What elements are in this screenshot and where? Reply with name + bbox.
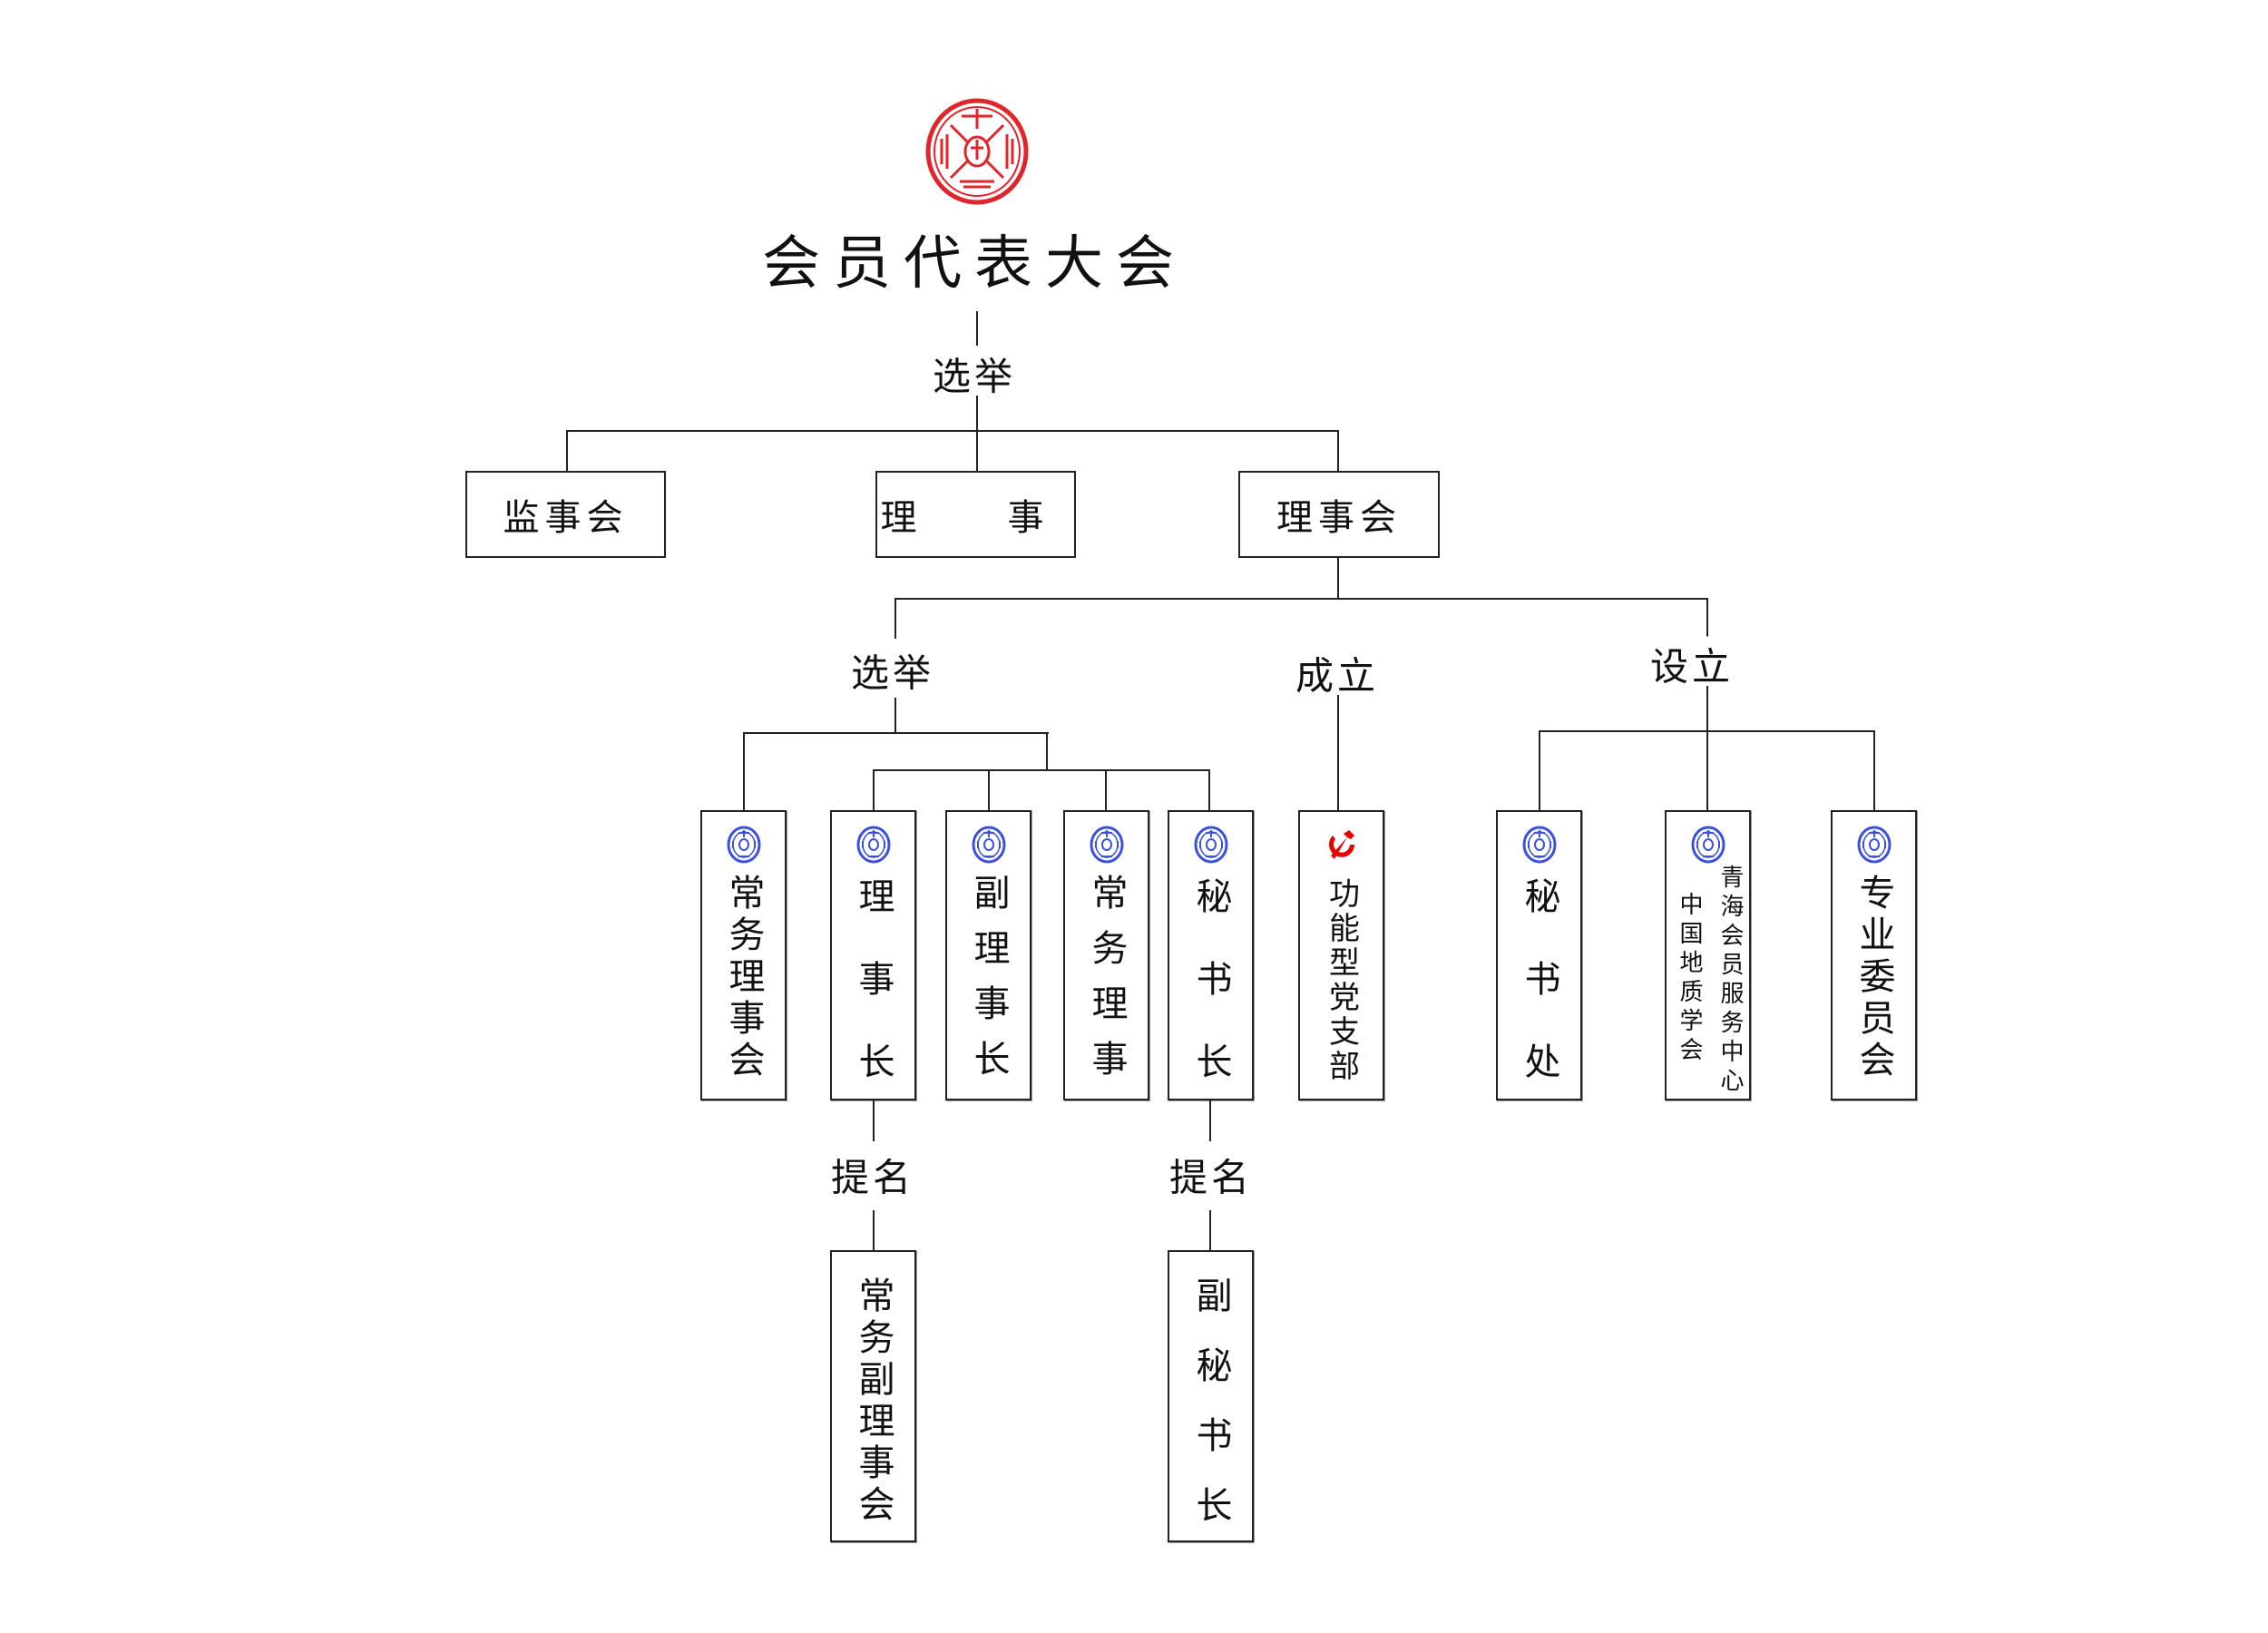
connector bbox=[1539, 730, 1540, 810]
box-label: 功能型党支部 bbox=[1323, 877, 1360, 1084]
box-label: 常务理事 bbox=[1085, 874, 1128, 1095]
society-emblem-icon bbox=[1690, 825, 1726, 865]
box-label: 副理事长 bbox=[967, 874, 1010, 1095]
relation-label-nominate: 提名 bbox=[1167, 1147, 1256, 1203]
connector bbox=[566, 430, 568, 471]
society-seal-logo bbox=[925, 98, 1029, 205]
connector bbox=[1873, 730, 1875, 810]
box-label: 常务理事会 bbox=[722, 874, 765, 1082]
org-box-service-center[interactable]: 青海会员服务中心 中国地质学会 bbox=[1665, 810, 1751, 1100]
society-emblem-icon bbox=[1193, 825, 1229, 865]
society-emblem-icon bbox=[726, 825, 762, 865]
org-box-standing-council[interactable]: 常务理事会 bbox=[700, 810, 787, 1100]
connector bbox=[1208, 769, 1210, 810]
connector bbox=[976, 311, 978, 346]
connector bbox=[1046, 732, 1048, 770]
org-box-directors[interactable]: 理 事 bbox=[875, 471, 1076, 558]
connector bbox=[873, 1210, 875, 1250]
org-box-president[interactable]: 理事长 bbox=[830, 810, 916, 1125]
org-box-deputy-secretary-general[interactable]: 副秘书长 bbox=[1168, 1250, 1254, 1556]
org-box-vice-president[interactable]: 副理事长 bbox=[945, 810, 1031, 1100]
connector bbox=[1209, 1210, 1211, 1250]
box-label: 秘书长 bbox=[1189, 877, 1232, 1125]
society-emblem-icon bbox=[971, 825, 1007, 865]
society-emblem-icon bbox=[1856, 825, 1892, 865]
org-box-standing-vice-council[interactable]: 常务副理事会 bbox=[830, 1250, 916, 1542]
org-box-supervisory-board[interactable]: 监事会 bbox=[465, 471, 666, 558]
connector bbox=[873, 1100, 875, 1141]
box-label: 青海会员服务中心 bbox=[1716, 865, 1744, 1097]
society-emblem-icon bbox=[855, 825, 892, 865]
relation-label-nominate: 提名 bbox=[828, 1147, 917, 1203]
connector bbox=[1706, 598, 1708, 639]
society-emblem-icon bbox=[1521, 825, 1558, 865]
connector bbox=[1337, 695, 1339, 810]
connector bbox=[873, 769, 875, 810]
connector bbox=[988, 769, 990, 810]
relation-label-elect: 选举 bbox=[848, 642, 937, 699]
box-label: 常务副理事会 bbox=[852, 1276, 894, 1527]
relation-label-setup: 设立 bbox=[1647, 636, 1736, 692]
connector bbox=[1209, 1100, 1211, 1141]
box-label: 副秘书长 bbox=[1189, 1276, 1232, 1556]
connector bbox=[1337, 558, 1339, 599]
org-box-secretary-general[interactable]: 秘书长 bbox=[1168, 810, 1254, 1125]
connector bbox=[567, 430, 1339, 432]
connector bbox=[744, 732, 1049, 734]
relation-label-elect: 选举 bbox=[930, 346, 1019, 402]
box-label: 中国地质学会 bbox=[1676, 892, 1703, 1066]
box-label: 理事长 bbox=[852, 877, 894, 1125]
page-title: 会员代表大会 bbox=[762, 230, 1187, 298]
connector bbox=[1706, 686, 1708, 810]
org-box-committees[interactable]: 专业委员会 bbox=[1831, 810, 1917, 1100]
connector bbox=[1540, 730, 1875, 732]
box-label: 专业委员会 bbox=[1853, 874, 1895, 1082]
connector bbox=[976, 396, 978, 471]
connector bbox=[743, 732, 745, 810]
org-box-standing-director[interactable]: 常务理事 bbox=[1063, 810, 1149, 1100]
relation-label-establish: 成立 bbox=[1293, 645, 1382, 701]
society-emblem-icon bbox=[1089, 825, 1125, 865]
org-box-secretariat[interactable]: 秘书处 bbox=[1496, 810, 1582, 1125]
connector bbox=[1105, 769, 1107, 810]
org-box-party-branch[interactable]: 功能型党支部 bbox=[1298, 810, 1384, 1100]
org-box-board-of-directors[interactable]: 理事会 bbox=[1238, 471, 1440, 558]
connector bbox=[894, 698, 896, 733]
connector bbox=[1337, 430, 1339, 471]
connector bbox=[874, 769, 1209, 771]
connector bbox=[895, 598, 1708, 600]
connector bbox=[894, 598, 896, 639]
box-label: 秘书处 bbox=[1518, 877, 1560, 1125]
hammer-sickle-icon bbox=[1328, 830, 1354, 859]
